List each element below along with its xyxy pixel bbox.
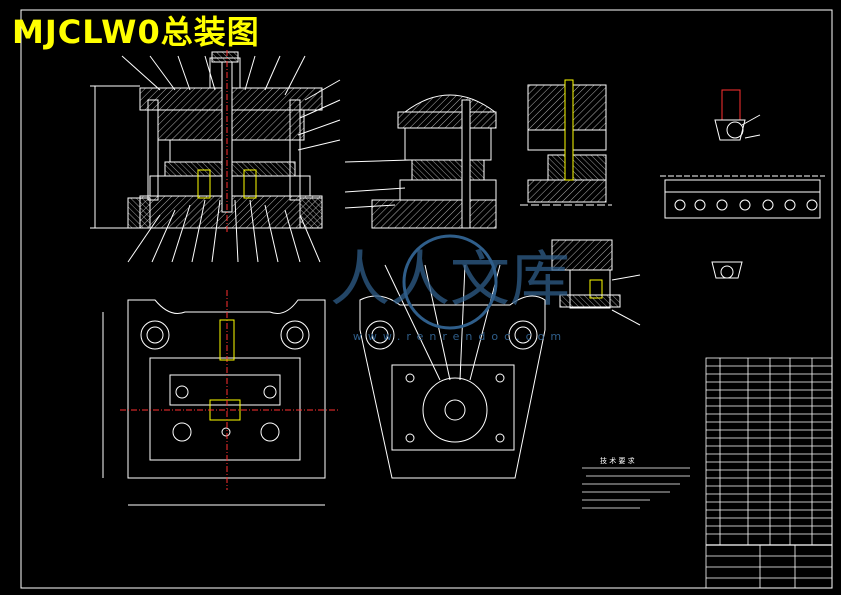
- lower-die-plan-view: [102, 290, 340, 506]
- main-section-view: [90, 50, 341, 263]
- watermark-logo: 人人文库 www.renrendoc.com: [330, 234, 570, 343]
- drawing-title: MJCLW0总装图: [12, 13, 260, 51]
- watermark-text: 人人文库: [330, 245, 570, 315]
- watermark-url: www.renrendoc.com: [353, 330, 567, 343]
- parts-list-table: [705, 357, 833, 589]
- tech-requirements-heading: 技 术 要 求: [600, 456, 635, 465]
- technical-requirements-notes: [582, 467, 690, 509]
- drawing-frame: [20, 9, 833, 589]
- detail-view-mid: [551, 239, 641, 326]
- detail-views-right: [660, 89, 825, 279]
- detail-view-top: [520, 79, 612, 206]
- partial-section-view: [344, 94, 497, 229]
